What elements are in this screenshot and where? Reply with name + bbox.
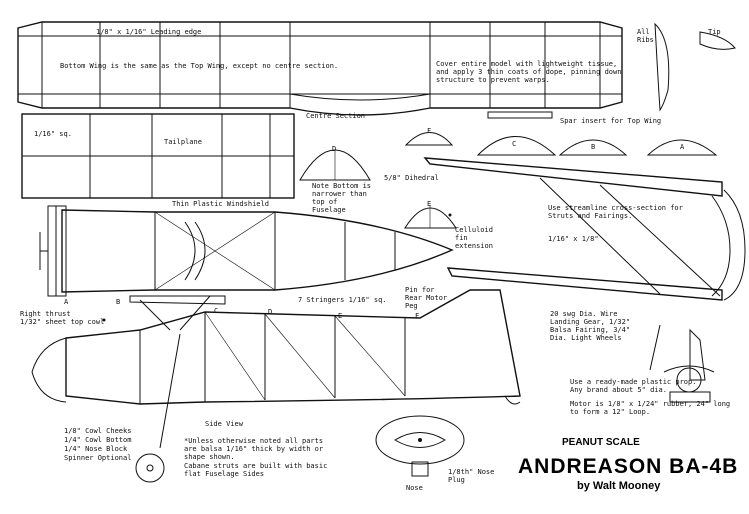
top-view-a-label: A bbox=[64, 298, 69, 306]
nose-label: Nose bbox=[406, 484, 423, 492]
former-e-label: E bbox=[427, 200, 432, 208]
bottom-wing-note: Bottom Wing is the same as the Top Wing,… bbox=[60, 62, 339, 70]
windshield-label: Thin Plastic Windshield bbox=[172, 200, 269, 208]
spar-insert bbox=[487, 111, 553, 119]
former-a-label: A bbox=[680, 143, 685, 151]
tailplane-size-label: 1/16" sq. bbox=[34, 130, 72, 138]
cowl-cheeks-label: 1/8" Cowl Cheeks bbox=[64, 427, 132, 435]
tailplane bbox=[21, 113, 295, 199]
side-view-fuselage bbox=[31, 289, 521, 483]
cover-note: Cover entire model with lightweight tiss… bbox=[436, 60, 622, 84]
centre-section-label: Centre Section bbox=[306, 112, 366, 120]
right-thrust-label: Right thrust bbox=[20, 310, 71, 318]
top-view-fuselage bbox=[39, 205, 454, 297]
title-author: by Walt Mooney bbox=[577, 480, 661, 492]
nose-view bbox=[375, 415, 465, 477]
nose-block-label: 1/4" Nose Block bbox=[64, 445, 128, 453]
leading-edge-label: 1/8" x 1/16" Leading edge bbox=[96, 28, 202, 36]
nose-plug-label: 1/8th" Nose Plug bbox=[448, 468, 495, 484]
stringers-label: 7 Stringers 1/16" sq. bbox=[298, 296, 387, 304]
motor-note: Motor is 1/8" x 1/24" rubber, 24" long t… bbox=[570, 400, 731, 416]
landing-gear-note: 20 swg Dia. Wire Landing Gear, 1/32" Bal… bbox=[550, 310, 631, 342]
streamline-note: Use streamline cross-section for Struts … bbox=[548, 204, 683, 220]
cowl-bottom-label: 1/4" Cowl Bottom bbox=[64, 436, 132, 444]
dihedral-label: 5/8" Dihedral bbox=[384, 174, 439, 182]
spinner-label: Spinner Optional bbox=[64, 454, 132, 462]
celluloid-label: Celluloid fin extension bbox=[455, 226, 493, 250]
former-b-label: B bbox=[591, 143, 596, 151]
note-bottom: Note Bottom is narrower than top of Fuse… bbox=[312, 182, 372, 214]
prop-note: Use a ready-made plastic prop. Any brand… bbox=[570, 378, 697, 394]
side-wings bbox=[423, 157, 746, 301]
pin-rear-label: Pin for Rear Motor Peg bbox=[405, 286, 448, 310]
side-f-label: F bbox=[415, 312, 420, 320]
wing-plan bbox=[17, 21, 623, 116]
side-d-label: D bbox=[268, 308, 273, 316]
cabane-note: Cabane struts are built with basic flat … bbox=[184, 462, 328, 478]
strut-size-label: 1/16" x 1/8" bbox=[548, 235, 599, 243]
wing-ribs bbox=[654, 22, 736, 112]
spar-insert-label: Spar insert for Top Wing bbox=[560, 117, 662, 125]
former-d-label: D bbox=[332, 145, 337, 153]
title-scale: PEANUT SCALE bbox=[562, 437, 640, 448]
former-f-label: F bbox=[427, 127, 432, 135]
formers bbox=[299, 132, 718, 229]
top-view-b-label: B bbox=[116, 298, 121, 306]
side-view-caption: Side View bbox=[205, 420, 243, 428]
tailplane-label: Tailplane bbox=[164, 138, 202, 146]
former-c-label: C bbox=[512, 140, 517, 148]
plan-details bbox=[102, 213, 452, 442]
landing-gear-detail bbox=[649, 324, 715, 403]
sheet-cowl-label: 1/32" sheet top cowl bbox=[20, 318, 105, 326]
tip-label: Tip bbox=[708, 28, 721, 36]
all-ribs-label: All Ribs bbox=[637, 28, 654, 44]
title-name: ANDREASON BA-4B bbox=[518, 455, 739, 478]
side-c-label: C bbox=[214, 307, 219, 315]
parts-note: *Unless otherwise noted all parts are ba… bbox=[184, 437, 324, 461]
side-e-label: E bbox=[338, 312, 343, 320]
